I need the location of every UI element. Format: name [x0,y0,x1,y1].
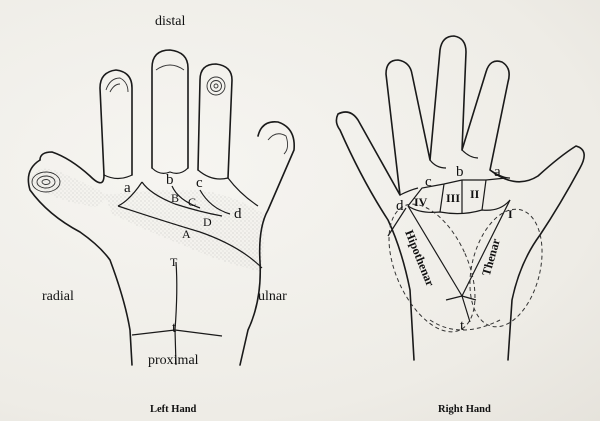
left-line-A-label: A [182,227,191,241]
right-area-III: III [446,191,460,205]
right-area-IV: IV [414,195,428,209]
left-fingerprint-3 [156,65,184,70]
left-line-T-label: T [170,255,178,269]
left-whorl-4 [207,77,225,95]
right-triradius-d: d [396,198,404,214]
right-area-II: II [470,187,480,201]
label-ulnar: ulnar [258,289,287,304]
right-triradius-t-label: t [460,318,465,334]
left-fingerprint-5 [268,134,288,154]
left-line-C-label: C [188,195,196,209]
left-hand-caption: Left Hand [150,404,197,415]
label-proximal: proximal [148,353,199,368]
left-triradius-d: d [234,206,242,222]
label-radial: radial [42,289,74,304]
right-hand-caption: Right Hand [438,404,491,415]
right-area-I: I [508,207,513,221]
right-thenar-label: Thenar [479,236,503,277]
left-triradius-a: a [124,180,131,196]
right-triradius-b: b [456,164,464,180]
right-triradius-c: c [425,174,432,190]
left-line-D-label: D [203,215,212,229]
right-triradius-t [446,296,476,300]
left-line-B-label: B [171,191,179,205]
right-triradius-a: a [494,164,501,180]
right-thenar-zone [458,202,553,335]
left-triradius-c: c [196,175,203,191]
right-proximal-arc [430,320,500,330]
left-triradius-b: b [166,172,174,188]
left-thumb-stipple [30,169,108,207]
left-hand: distal radial ulnar proximal a b c d t B… [28,14,294,415]
label-distal: distal [155,14,185,29]
left-triradius-t-label: t [172,320,177,336]
right-hand-outline [336,36,584,360]
right-hand: d c b a t IV III II I Hipothenar Thenar … [336,36,584,415]
left-fingerprint-1 [106,78,128,92]
